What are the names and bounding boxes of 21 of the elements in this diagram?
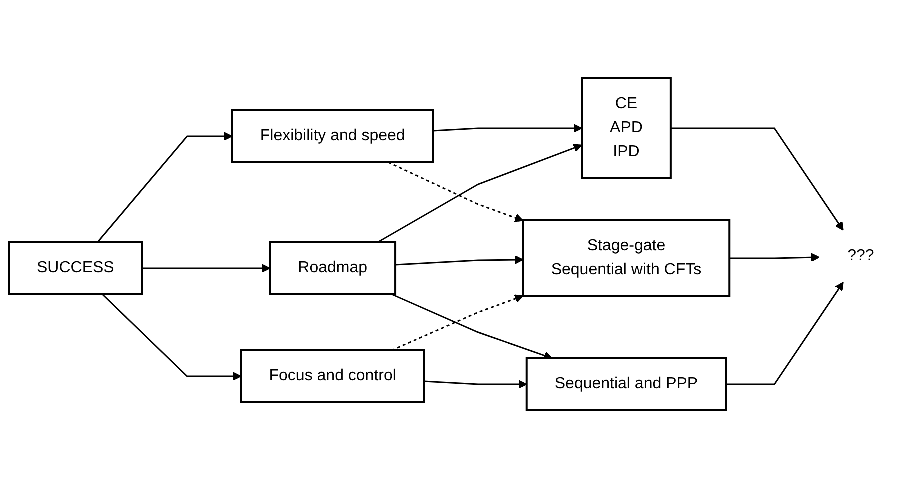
node-box: SUCCESS xyxy=(8,242,144,296)
arrow xyxy=(96,132,233,243)
arrow xyxy=(726,282,844,386)
arrow xyxy=(670,128,844,231)
arrow xyxy=(395,256,524,266)
arrow xyxy=(433,124,582,133)
node-text: ??? xyxy=(847,248,874,264)
node-box: Flexibility and speed xyxy=(231,110,434,164)
arrow xyxy=(102,294,242,381)
node-box: Sequential and PPP xyxy=(526,358,727,412)
arrow xyxy=(391,294,553,360)
arrow xyxy=(391,294,524,352)
node-box: CE APD IPD xyxy=(580,78,672,180)
node-box: Focus and control xyxy=(240,350,426,404)
arrow xyxy=(424,380,528,389)
arrow xyxy=(377,144,582,244)
arrow xyxy=(142,264,270,273)
arrow xyxy=(729,253,820,262)
arrow xyxy=(388,162,524,222)
node-box: Stage-gate Sequential with CFTs xyxy=(522,220,730,298)
node-box: Roadmap xyxy=(268,242,396,296)
